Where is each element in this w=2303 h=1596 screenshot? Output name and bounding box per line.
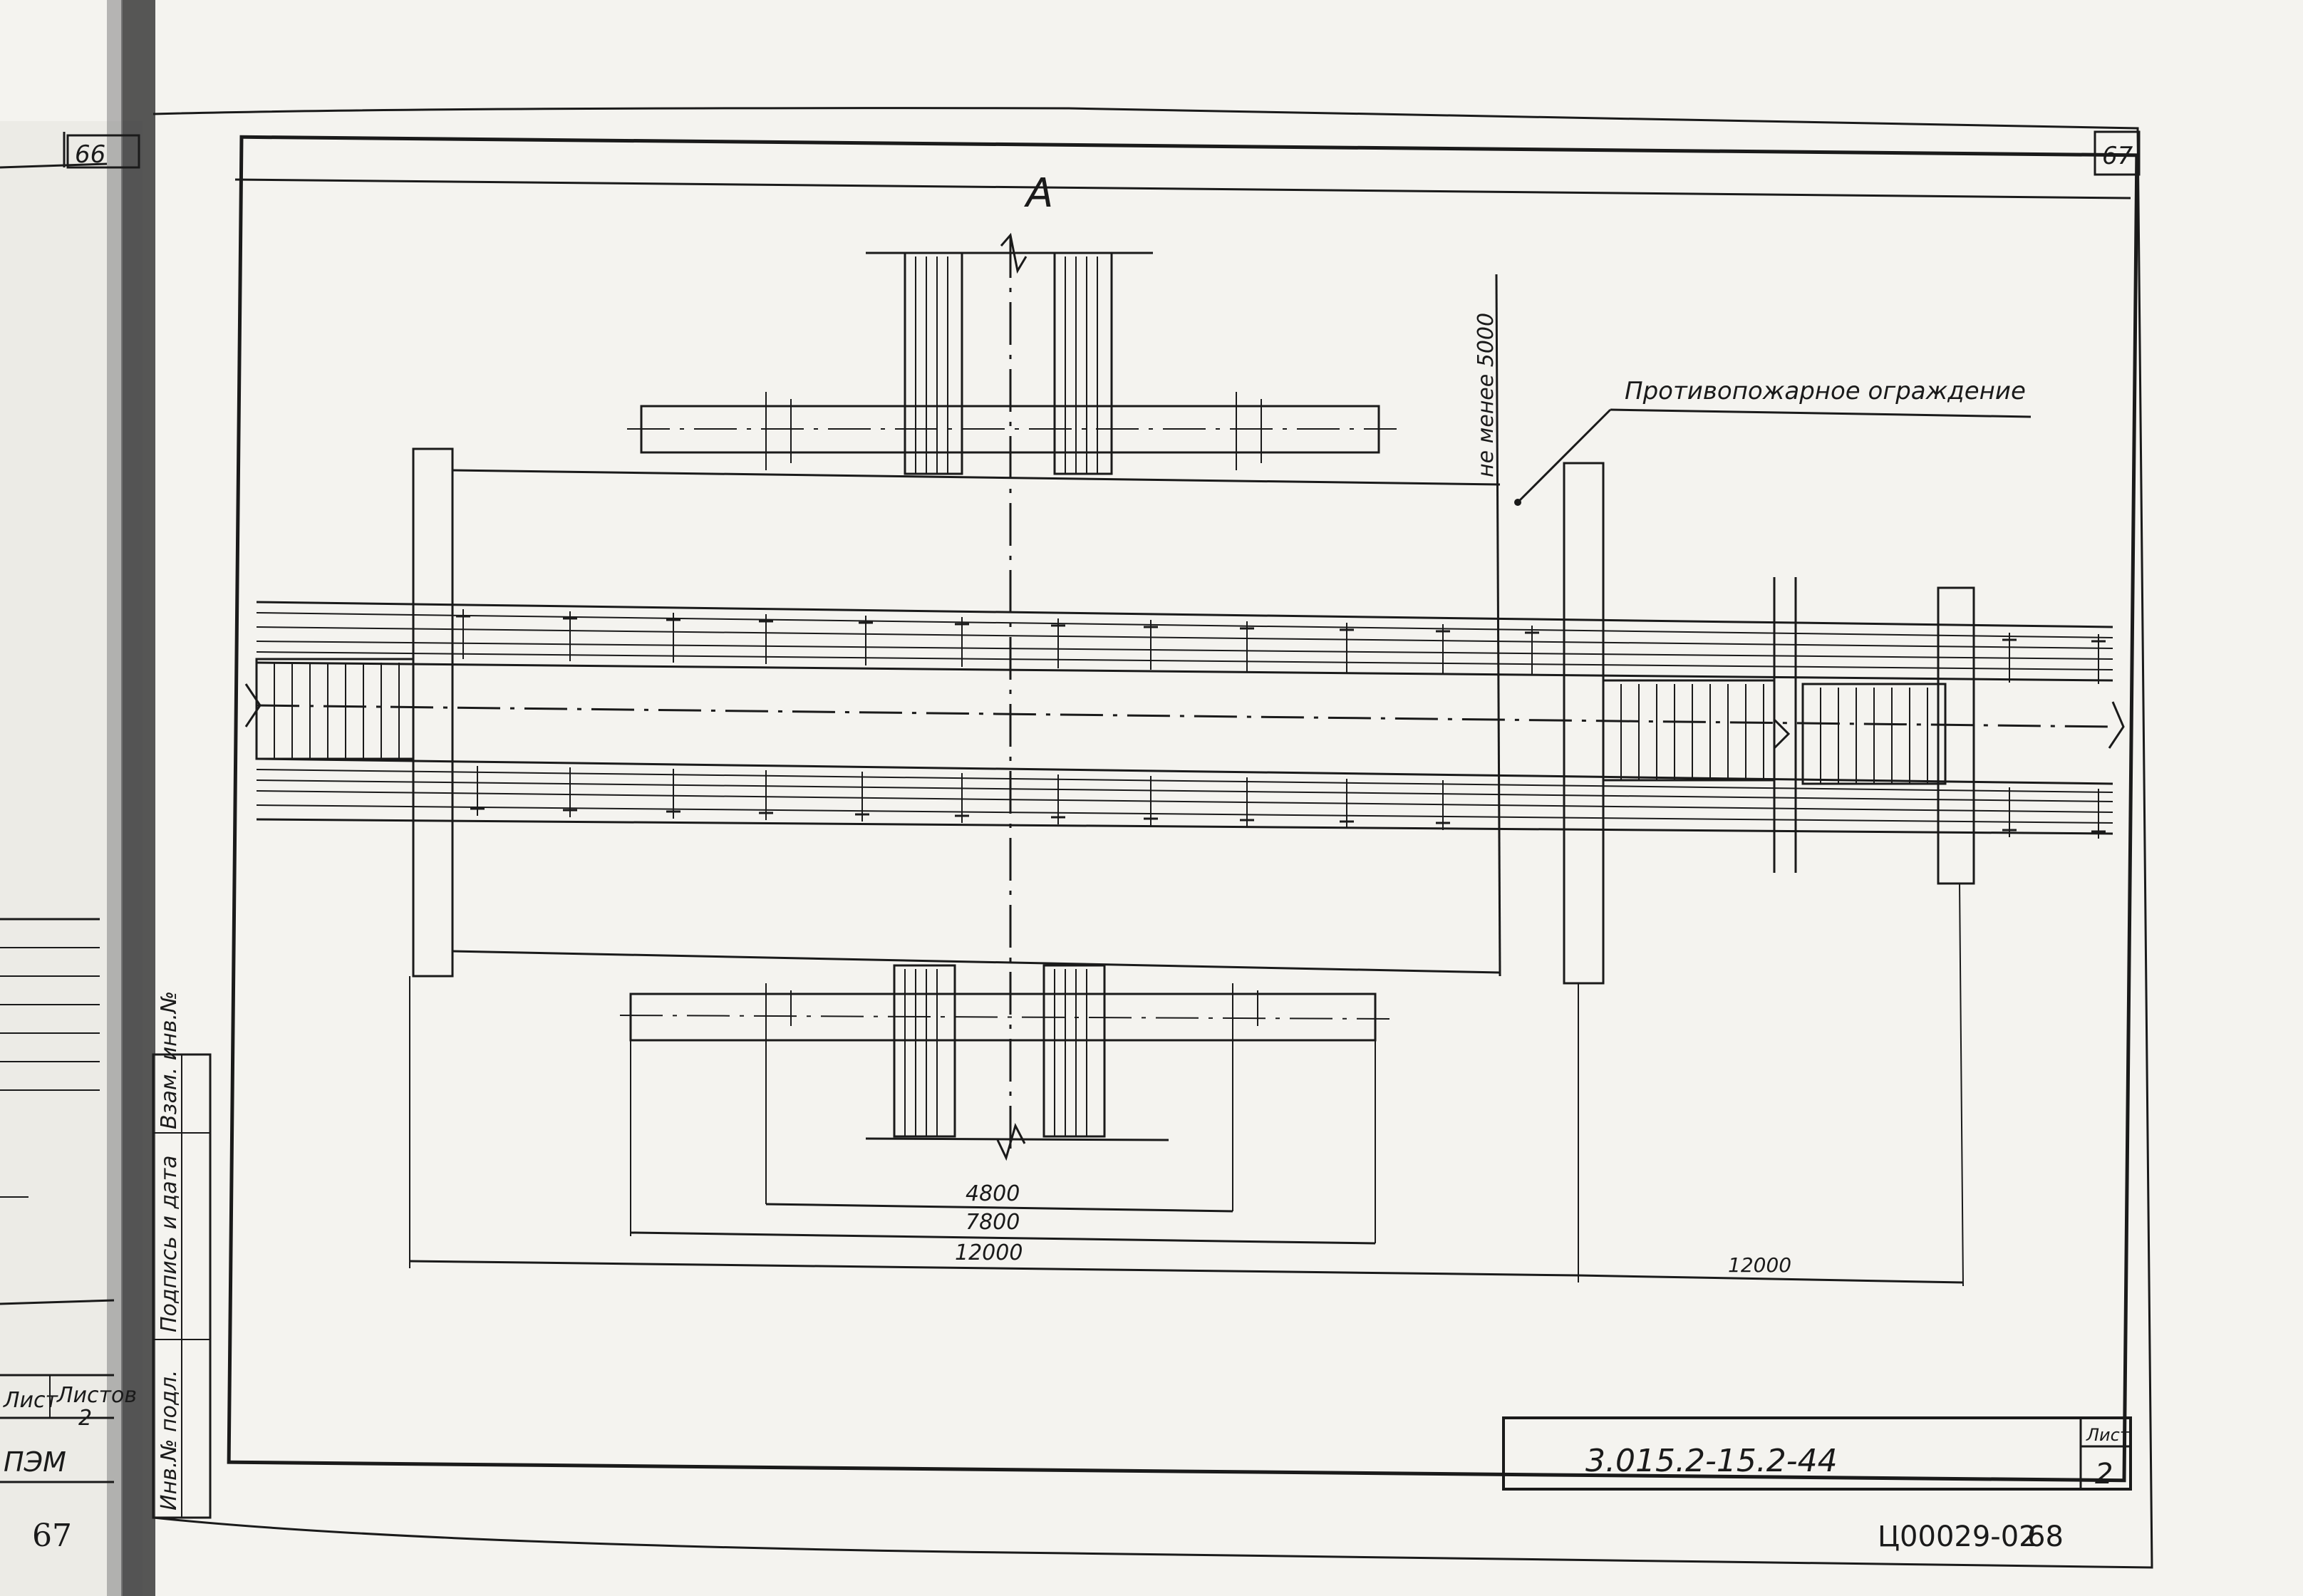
top-brackets bbox=[456, 609, 2106, 684]
main-structure bbox=[244, 601, 2125, 835]
left-page-content bbox=[0, 132, 115, 1483]
fire-barrier-bottom bbox=[452, 950, 1501, 974]
min-distance-label: не менее 5000 bbox=[1474, 313, 1499, 477]
prev-page-number: 66 bbox=[66, 134, 140, 169]
sheet-number: 2 bbox=[2095, 1458, 2113, 1491]
page-number: 67 bbox=[2094, 130, 2141, 176]
view-label: A bbox=[1024, 170, 1053, 217]
post-right bbox=[1563, 462, 1605, 985]
drawing-frame bbox=[227, 135, 2139, 1483]
left-sheets-header: Листов bbox=[56, 1383, 137, 1408]
archive-page: 68 bbox=[2027, 1520, 2064, 1553]
fire-barrier-line bbox=[1495, 274, 1501, 977]
stamp-column: Инв.№ подл. Подпись и дата Взам. инв.№ bbox=[152, 991, 212, 1519]
sheet-outline bbox=[152, 107, 2153, 1569]
left-page-number: 67 bbox=[32, 1518, 72, 1554]
stamp-inv-label: Инв.№ подл. bbox=[157, 1370, 182, 1510]
stamp-replace-label: Взам. инв.№ bbox=[157, 991, 182, 1129]
top-branch bbox=[627, 232, 1397, 475]
stamp-sign-label: Подпись и дата bbox=[157, 1156, 182, 1333]
bottom-brackets bbox=[470, 766, 2106, 839]
left-sheets-count: 2 bbox=[78, 1406, 92, 1431]
barrier-leader bbox=[1516, 408, 1612, 504]
svg-text:66: 66 bbox=[75, 140, 105, 169]
frame-inner-top bbox=[234, 178, 2131, 200]
bottom-branch bbox=[619, 964, 1390, 1211]
dimensions bbox=[409, 883, 1964, 1287]
dim-12000-left: 12000 bbox=[955, 1240, 1023, 1265]
title-block bbox=[1502, 1416, 2132, 1491]
dim-12000-right: 12000 bbox=[1728, 1253, 1791, 1277]
dim-7800: 7800 bbox=[966, 1210, 1020, 1235]
left-org: ПЭМ bbox=[4, 1446, 66, 1478]
fire-barrier-label: Противопожарное ограждение bbox=[1625, 377, 2026, 405]
drawing-code: 3.015.2-15.2-44 bbox=[1585, 1443, 1838, 1479]
sheet-label: Лист bbox=[2086, 1425, 2131, 1445]
binding-shadow-soft bbox=[107, 0, 123, 1596]
svg-text:67: 67 bbox=[2102, 142, 2133, 170]
binding-shadow bbox=[121, 0, 155, 1596]
left-sheet-header: Лист bbox=[3, 1388, 59, 1413]
post-left bbox=[412, 447, 454, 978]
dim-4800: 4800 bbox=[966, 1181, 1020, 1206]
archive-code: Ц00029-02 bbox=[1878, 1520, 2037, 1553]
fire-barrier-top bbox=[452, 469, 1501, 486]
post-far-right bbox=[1937, 586, 1975, 885]
